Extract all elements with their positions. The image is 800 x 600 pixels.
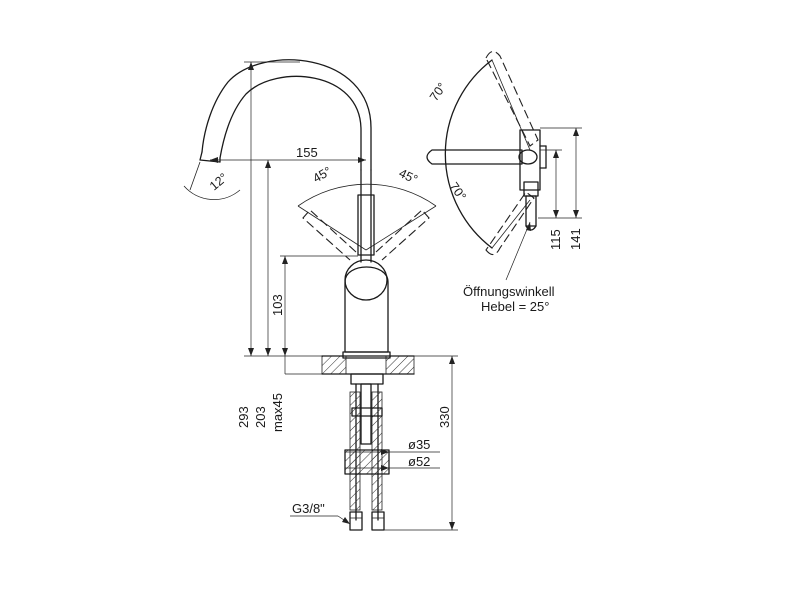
dim-330: 330 <box>437 406 452 428</box>
side-lever-down <box>485 191 535 256</box>
shank <box>350 373 384 385</box>
deck-right <box>385 355 415 375</box>
connector-left <box>349 511 363 531</box>
dim-angle-right: 45° <box>397 166 420 187</box>
lever-stem <box>357 194 375 256</box>
dim-angle-left: 45° <box>311 164 334 186</box>
dim-293: 293 <box>236 406 251 428</box>
dim-dia35: ø35 <box>408 437 430 452</box>
front-dimensions: 155 45° 45° 12° 293 203 103 max45 <box>183 61 458 531</box>
faucet-body <box>344 266 389 353</box>
note-opening-angle: Öffnungswinkell <box>463 284 555 299</box>
dim-155: 155 <box>296 145 318 160</box>
connector-right <box>371 511 385 531</box>
dim-103: 103 <box>270 294 285 316</box>
front-view <box>199 59 437 531</box>
lever-swing-arc <box>297 183 437 207</box>
side-lever-horizontal <box>426 149 523 165</box>
dim-12deg: 12° <box>207 170 230 193</box>
dim-70-top: 70° <box>427 80 449 104</box>
dim-max45: max45 <box>270 393 285 432</box>
side-dimensions: 70° 70° 115 141 Öffnungswinkell Hebel = … <box>427 80 583 314</box>
lever-position-left <box>302 209 357 261</box>
side-swing-arc <box>444 59 493 249</box>
deck-left <box>321 355 347 375</box>
side-view <box>426 50 547 256</box>
dim-70-bottom: 70° <box>447 180 469 204</box>
dim-203: 203 <box>253 406 268 428</box>
lever-position-right <box>375 209 430 261</box>
note-lever-angle: Hebel = 25° <box>481 299 549 314</box>
dim-thread: G3/8" <box>292 501 325 516</box>
side-lever-up <box>485 50 539 147</box>
spout-inner <box>219 75 362 171</box>
spout-outer <box>201 59 372 171</box>
dim-dia52: ø52 <box>408 454 430 469</box>
dim-141: 141 <box>568 228 583 250</box>
dim-115: 115 <box>548 229 563 250</box>
